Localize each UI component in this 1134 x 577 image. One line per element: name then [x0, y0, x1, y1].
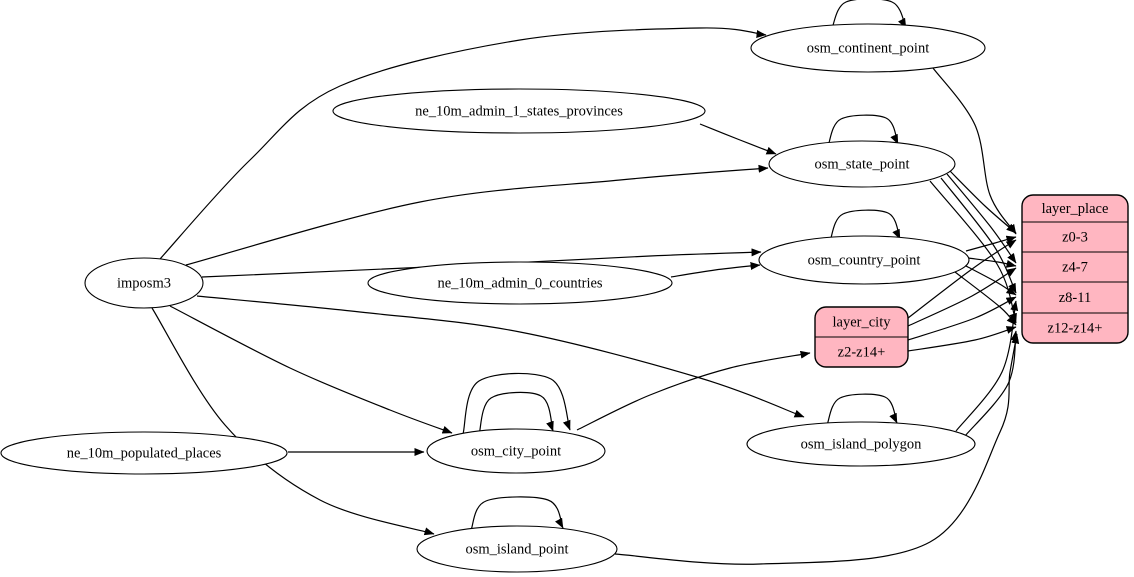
record-row-label-layer_city-z2-z14+: z2-z14+: [838, 344, 886, 360]
node-osm_city_point: osm_city_point: [426, 428, 606, 474]
node-shape-osm_city_point: [426, 428, 606, 474]
edge-imposm3-osm_city_point: [169, 305, 453, 434]
node-shape-ne_10m_populated_places: [0, 431, 288, 475]
edge-imposm3-osm_island_polygon: [196, 295, 805, 418]
record-row-label-layer_city-title: layer_city: [833, 314, 892, 330]
node-imposm3: imposm3: [84, 257, 204, 309]
node-label-ne_10m_admin_0_countries: ne_10m_admin_0_countries: [437, 275, 602, 291]
edge-layer_city-layer_place-z4-7: [907, 267, 1017, 327]
edge-osm_country_point-layer_place-z8-11: [965, 265, 1017, 296]
edge-osm_state_point-layer_place-z8-11: [940, 177, 1017, 294]
edge-imposm3-osm_island_point: [151, 307, 435, 536]
edge-osm_island_polygon-layer_place-z12-z14+: [964, 330, 1019, 437]
node-label-imposm3: imposm3: [117, 275, 171, 291]
node-ne_10m_admin_1_states_provinces: ne_10m_admin_1_states_provinces: [332, 88, 706, 134]
node-shape-imposm3: [84, 257, 204, 309]
edge-osm_country_point-layer_place-z4-7: [967, 257, 1017, 268]
node-label-osm_continent_point: osm_continent_point: [807, 40, 929, 56]
edge-ne_10m_admin_1_states_provinces-osm_state_point: [699, 123, 777, 155]
node-label-osm_country_point: osm_country_point: [808, 252, 921, 268]
edge-osm_island_polygon-layer_place-z8-11: [955, 300, 1019, 432]
record-node-layer_city: layer_city z2-z14+: [814, 306, 909, 368]
node-label-osm_state_point: osm_state_point: [814, 156, 909, 172]
node-ne_10m_admin_0_countries: ne_10m_admin_0_countries: [367, 261, 673, 305]
node-shape-osm_continent_point: [750, 23, 986, 73]
record-row-label-layer_place-z0-3: z0-3: [1062, 229, 1088, 245]
edge-osm_state_point-layer_place-z4-7: [946, 173, 1017, 264]
edge-ne_10m_admin_0_countries-osm_country_point: [670, 262, 761, 278]
edge-osm_island_point-osm_island_point-self-loop: [470, 496, 564, 531]
edge-layer_city-layer_place-z0-3: [907, 239, 1017, 319]
node-shape-osm_island_polygon: [746, 421, 976, 467]
record-shape-layer_place: [1021, 194, 1129, 344]
edge-layer_city-layer_place-z12-z14+: [907, 326, 1017, 352]
edge-osm_continent_point-layer_place-z0-3: [932, 67, 1017, 235]
edge-osm_country_point-layer_place-z0-3: [965, 235, 1017, 252]
edge-osm_state_point-layer_place-z0-3: [948, 169, 1017, 234]
edge-osm_island_point-layer_place-z12-z14+: [614, 333, 1020, 565]
edge-osm_country_point-osm_country_point-self-loop: [829, 209, 901, 242]
edge-layer_city-layer_place-z8-11: [907, 296, 1017, 341]
node-shape-osm_state_point: [768, 140, 956, 188]
record-row-label-layer_place-z8-11: z8-11: [1059, 290, 1091, 306]
node-shape-ne_10m_admin_1_states_provinces: [332, 88, 706, 134]
node-shape-ne_10m_admin_0_countries: [367, 261, 673, 305]
node-label-osm_island_point: osm_island_point: [465, 541, 568, 557]
edge-osm_city_point-osm_city_point-self-loop: [478, 391, 554, 436]
record-row-label-layer_place-z12-z14+: z12-z14+: [1048, 320, 1103, 336]
node-osm_continent_point: osm_continent_point: [750, 23, 986, 73]
node-ne_10m_populated_places: ne_10m_populated_places: [0, 431, 288, 475]
edge-osm_city_point-layer_city-z2-z14+: [576, 350, 811, 431]
nodes-layer: imposm3 ne_10m_admin_1_states_provincesne…: [0, 23, 1129, 573]
edge-osm_state_point-osm_state_point-self-loop: [827, 114, 899, 147]
edge-imposm3-osm_continent_point: [159, 27, 767, 260]
node-label-ne_10m_admin_1_states_provinces: ne_10m_admin_1_states_provinces: [415, 103, 623, 119]
node-osm_island_point: osm_island_point: [416, 525, 618, 573]
node-shape-osm_country_point: [758, 235, 970, 285]
edge-osm_city_point-osm_city_point-self-loop: [462, 372, 571, 435]
node-osm_country_point: osm_country_point: [758, 235, 970, 285]
record-row-label-layer_place-z4-7: z4-7: [1062, 259, 1088, 275]
node-osm_state_point: osm_state_point: [768, 140, 956, 188]
record-row-label-layer_place-title: layer_place: [1042, 201, 1109, 217]
node-osm_island_polygon: osm_island_polygon: [746, 421, 976, 467]
edge-osm_continent_point-osm_continent_point-self-loop: [831, 0, 907, 29]
record-node-layer_place: layer_place z0-3 z4-7 z8-11 z12-z14+: [1021, 194, 1129, 344]
node-label-ne_10m_populated_places: ne_10m_populated_places: [67, 445, 222, 461]
node-label-osm_city_point: osm_city_point: [471, 443, 561, 459]
edge-imposm3-osm_state_point: [185, 164, 769, 266]
edge-osm_island_polygon-osm_island_polygon-self-loop: [826, 393, 898, 426]
node-shape-osm_island_point: [416, 525, 618, 573]
edge-osm_country_point-layer_place-z12-z14+: [954, 271, 1017, 326]
node-label-osm_island_polygon: osm_island_polygon: [801, 436, 923, 452]
